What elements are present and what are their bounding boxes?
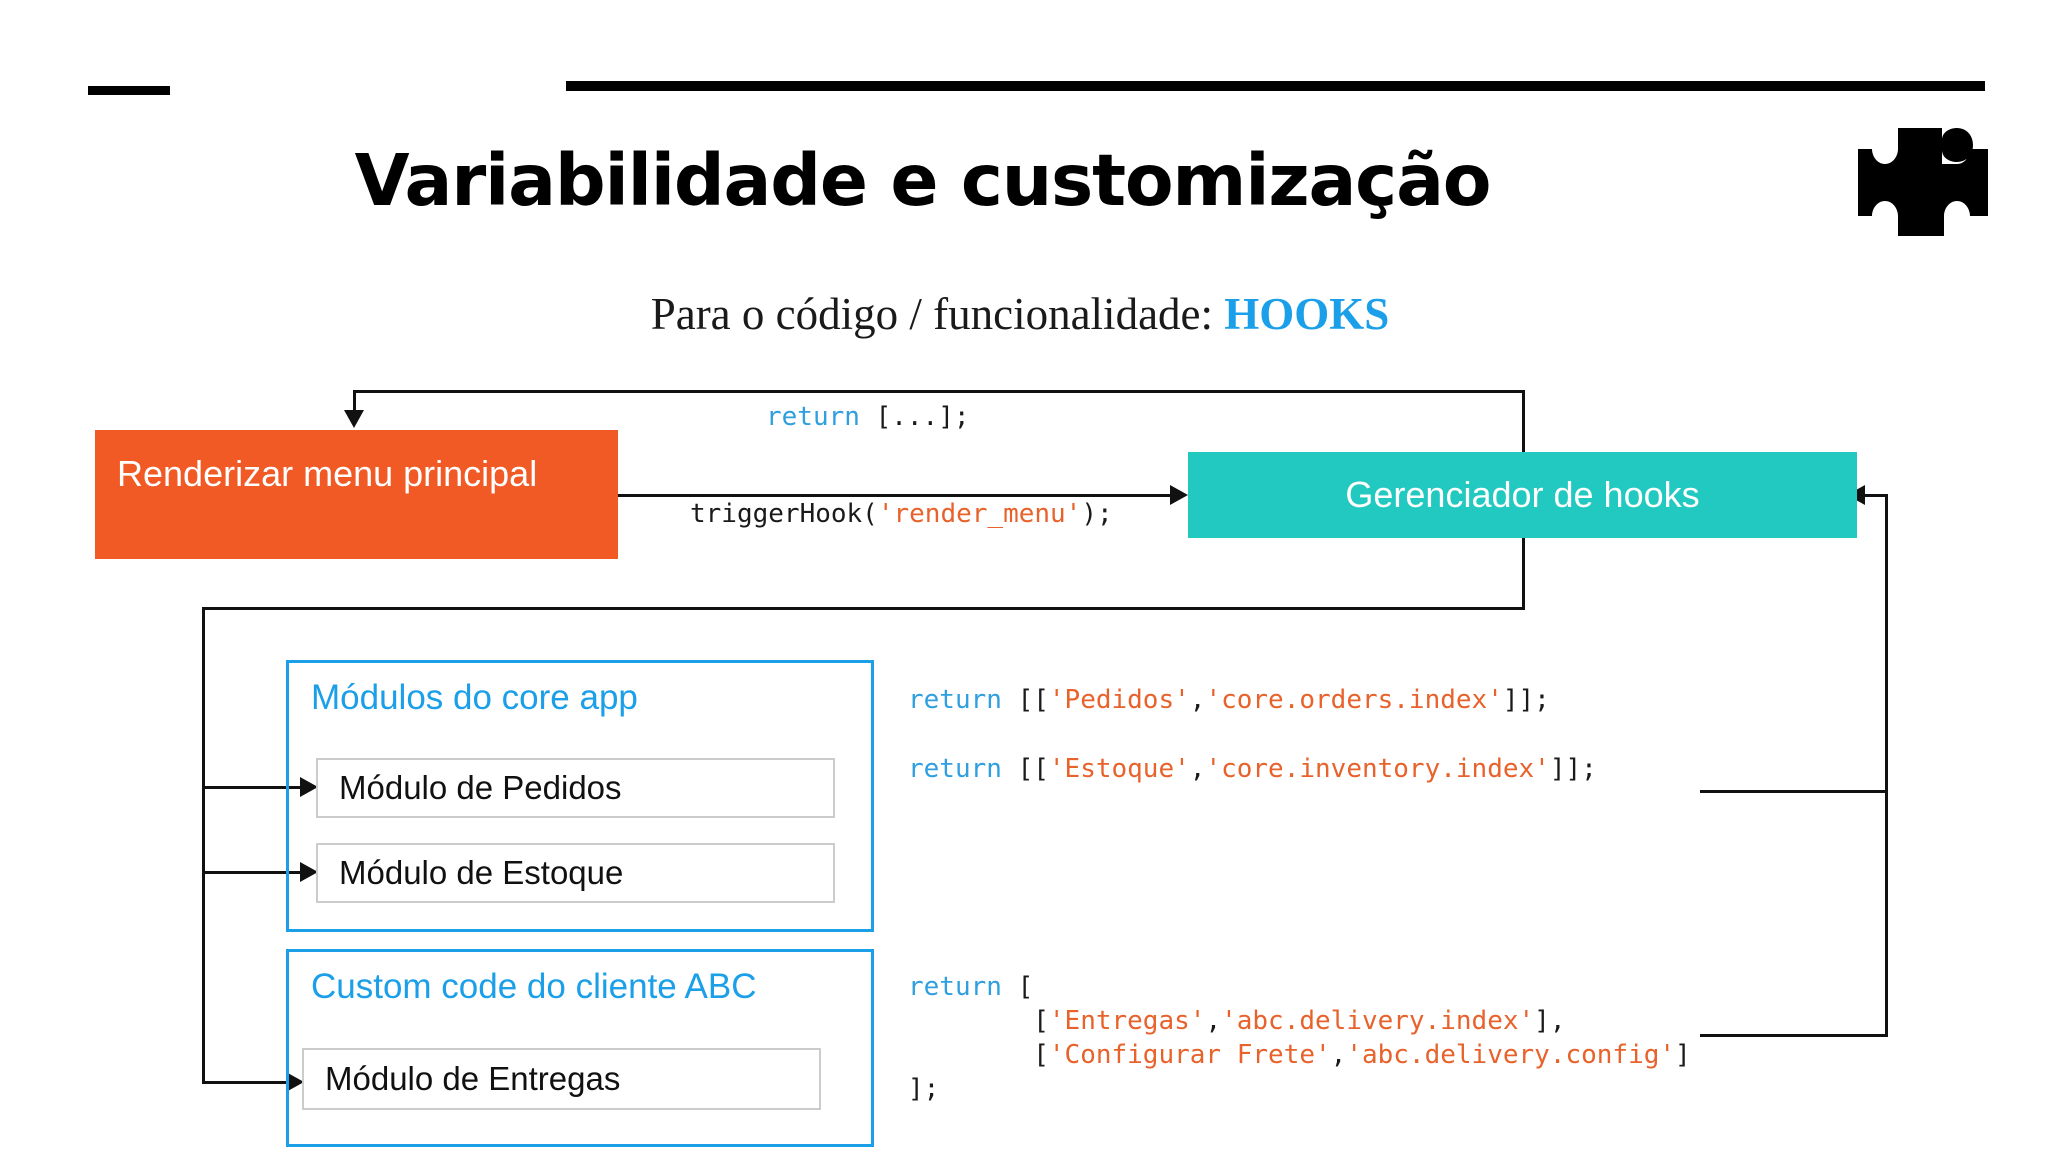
- module-box-pedidos[interactable]: Módulo de Pedidos: [316, 758, 835, 818]
- connector-branch-estoque: [202, 871, 302, 874]
- subtitle-prefix: Para o código / funcionalidade:: [650, 289, 1225, 339]
- connector-branch-entregas: [202, 1081, 288, 1084]
- code-line2-comma: ,: [1205, 1006, 1222, 1036]
- code-line4-close: ];: [908, 1074, 940, 1104]
- dash-mark-decoration: [88, 86, 170, 95]
- code-open-bracket: [: [1001, 972, 1034, 1002]
- connector-trigger-horizontal: [618, 494, 1170, 497]
- arrowhead-into-estoque: [300, 862, 318, 882]
- hook-manager-box[interactable]: Gerenciador de hooks: [1188, 452, 1857, 538]
- code-keyword-return: return: [908, 972, 1002, 1002]
- code-keyword-return: return: [766, 402, 860, 432]
- group-panel-core-app: Módulos do core app: [286, 660, 874, 932]
- code-keyword-return: return: [908, 685, 1002, 715]
- code-line2-label: 'Entregas': [1048, 1006, 1206, 1036]
- module-box-entregas[interactable]: Módulo de Entregas: [302, 1048, 821, 1110]
- code-close-brackets: ]];: [1502, 685, 1550, 715]
- code-snippet-inventory: return [['Estoque','core.inventory.index…: [908, 752, 1597, 786]
- code-line3-route: 'abc.delivery.config': [1346, 1040, 1676, 1070]
- code-string-label: 'Estoque': [1048, 754, 1190, 784]
- module-box-estoque[interactable]: Módulo de Estoque: [316, 843, 835, 903]
- code-string-render-menu: 'render_menu': [877, 499, 1082, 529]
- connector-return-into-hookmanager: [1857, 494, 1888, 497]
- code-line3-close: ]: [1675, 1040, 1691, 1070]
- code-line2-route: 'abc.delivery.index': [1221, 1006, 1535, 1036]
- connector-rail-vertical: [202, 607, 205, 1084]
- code-comma: ,: [1189, 685, 1206, 715]
- connector-hookmanager-down: [1522, 538, 1525, 610]
- code-fn-name: triggerHook(: [690, 499, 878, 529]
- connector-return-abc-horizontal: [1700, 1034, 1888, 1037]
- code-keyword-return: return: [908, 754, 1002, 784]
- connector-top-right-vertical: [1522, 390, 1525, 454]
- code-snippet-return-top: return [...];: [766, 400, 970, 434]
- arrowhead-into-render-menu: [344, 410, 364, 428]
- connector-branch-pedidos: [202, 786, 302, 789]
- connector-return-vertical: [1885, 495, 1888, 1037]
- connector-return-core-horizontal: [1700, 790, 1888, 793]
- arrowhead-into-hook-manager: [1170, 485, 1188, 505]
- title-rule-decoration: [566, 81, 1985, 91]
- group-title-core-app: Módulos do core app: [311, 678, 638, 717]
- code-rest: [...];: [859, 402, 970, 432]
- code-snippet-trigger-hook: triggerHook('render_menu');: [690, 497, 1113, 531]
- code-string-label: 'Pedidos': [1048, 685, 1190, 715]
- puzzle-piece-icon: [1858, 128, 1988, 236]
- connector-top-left-vertical: [353, 390, 356, 412]
- code-line3-label: 'Configurar Frete': [1048, 1040, 1331, 1070]
- code-close-brackets: ]];: [1549, 754, 1597, 784]
- arrowhead-into-entregas: [286, 1072, 304, 1092]
- code-line2-open: [: [908, 1006, 1049, 1036]
- code-suffix: );: [1081, 499, 1113, 529]
- subtitle-highlight: HOOKS: [1224, 289, 1390, 339]
- code-open-brackets: [[: [1001, 685, 1049, 715]
- group-panel-custom-abc: Custom code do cliente ABC: [286, 949, 874, 1147]
- code-string-route: 'core.orders.index': [1205, 685, 1503, 715]
- page-title: Variabilidade e customização: [354, 139, 1492, 222]
- code-string-route: 'core.inventory.index': [1205, 754, 1550, 784]
- code-line3-open: [: [908, 1040, 1049, 1070]
- arrowhead-into-pedidos: [300, 777, 318, 797]
- render-menu-box[interactable]: Renderizar menu principal: [95, 430, 618, 559]
- code-open-brackets: [[: [1001, 754, 1049, 784]
- code-snippet-delivery: return [ ['Entregas','abc.delivery.index…: [908, 970, 1691, 1106]
- code-line3-comma: ,: [1330, 1040, 1347, 1070]
- page-subtitle: Para o código / funcionalidade: HOOKS: [0, 286, 2040, 342]
- connector-rail-horizontal: [202, 607, 1525, 610]
- connector-top-horizontal: [353, 390, 1525, 393]
- code-comma: ,: [1189, 754, 1206, 784]
- code-snippet-orders: return [['Pedidos','core.orders.index']]…: [908, 683, 1550, 717]
- group-title-custom-abc: Custom code do cliente ABC: [311, 967, 757, 1006]
- code-line2-close: ],: [1534, 1006, 1566, 1036]
